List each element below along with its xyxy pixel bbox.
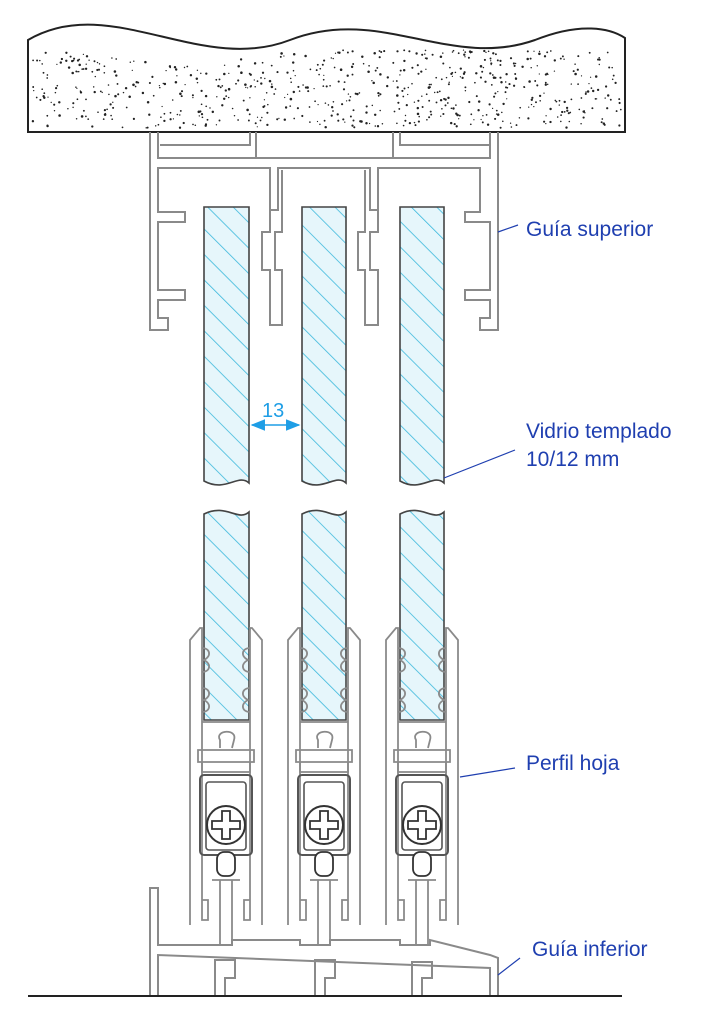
glass-panel-1-lower xyxy=(203,509,250,721)
panel-profile-1 xyxy=(189,627,263,945)
glass-panel-2-lower xyxy=(301,509,347,721)
gap-dimension: 13 xyxy=(250,400,301,431)
glass-panel-2-upper xyxy=(301,206,347,486)
roller-1 xyxy=(216,851,236,877)
glass-panel-1-upper xyxy=(203,206,250,486)
leader-lines xyxy=(443,224,521,976)
concrete-ceiling xyxy=(27,23,626,133)
roller-2 xyxy=(314,851,334,877)
label-guia-inferior: Guía inferior xyxy=(532,938,648,961)
screw-2 xyxy=(304,805,344,845)
screw-3 xyxy=(402,805,442,845)
glass-panel-3-lower xyxy=(399,509,445,721)
lower-guide-profile xyxy=(149,887,499,995)
glass-panels-upper xyxy=(203,206,445,486)
label-guia-superior: Guía superior xyxy=(526,218,653,241)
panel-profiles xyxy=(189,627,459,945)
glass-panel-3-upper xyxy=(399,206,445,486)
label-vidrio-thickness: 10/12 mm xyxy=(526,448,619,471)
label-vidrio-templado: Vidrio templado xyxy=(526,420,672,443)
roller-3 xyxy=(412,851,432,877)
upper-guide-profile xyxy=(149,132,499,331)
dimension-value: 13 xyxy=(262,400,284,422)
glass-panels-lower xyxy=(203,509,445,721)
panel-profile-2 xyxy=(287,627,361,945)
label-perfil-hoja: Perfil hoja xyxy=(526,752,620,775)
screw-1 xyxy=(206,805,246,845)
panel-profile-3 xyxy=(385,627,459,945)
